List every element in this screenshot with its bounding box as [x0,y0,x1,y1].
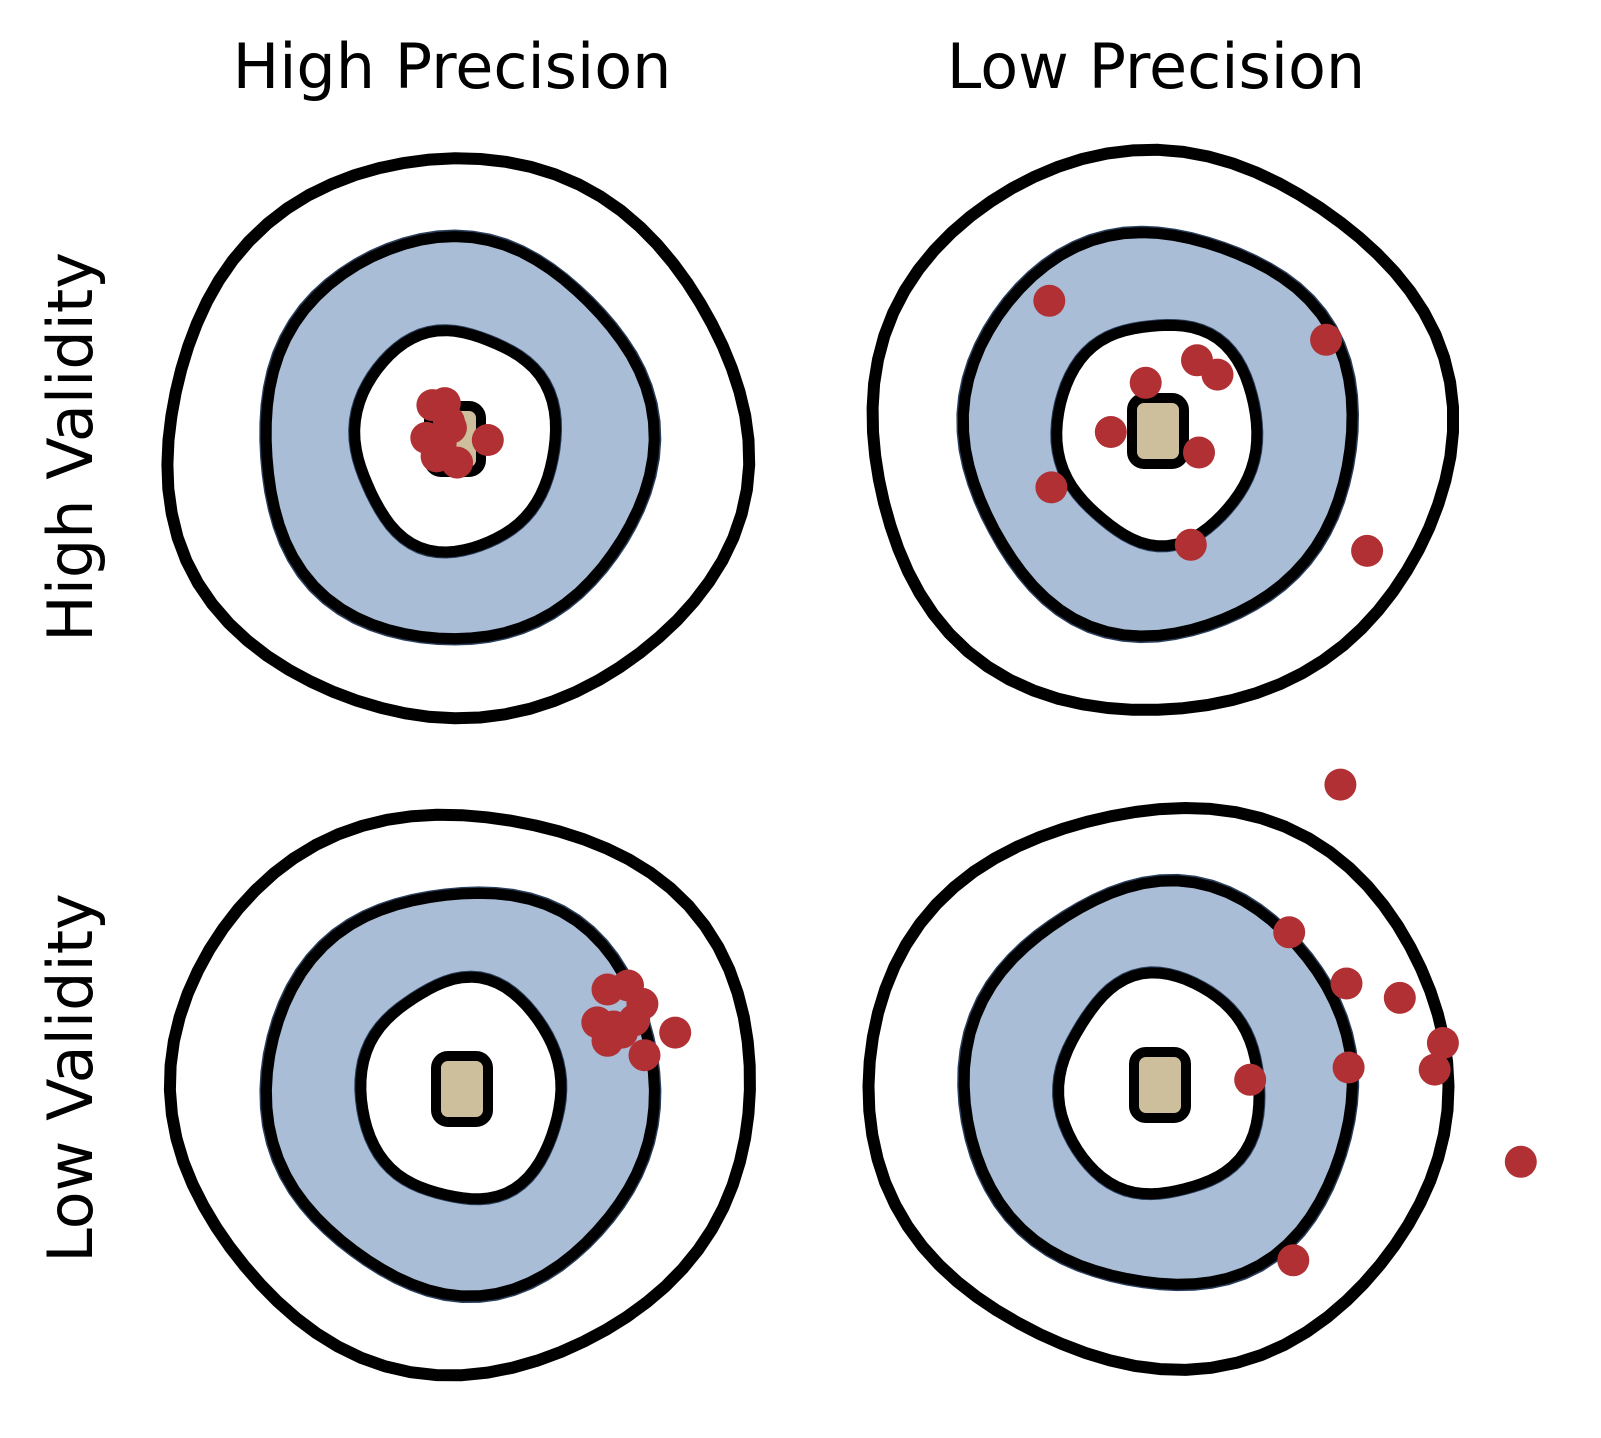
hit-dot [628,1039,661,1072]
hit-dot [1351,534,1384,567]
hit-dot [471,424,504,456]
hit-dot [1183,436,1215,469]
blue-band-outline [958,875,1358,1290]
blue-band-outline [260,887,660,1302]
inner-ring-outline [1051,319,1263,552]
target-high-validity-low-precision [866,143,1459,716]
outer-ring [163,808,756,1382]
hit-dot [420,440,453,473]
target-high-validity-high-precision [161,152,756,725]
hit-dot [1273,916,1306,949]
hit-dot [659,1016,692,1049]
hit-dot [1174,528,1207,561]
outer-ring [862,802,1455,1376]
hit-dot [1033,284,1066,317]
hit-dot [1277,1244,1310,1277]
blue-band-outline [260,231,660,645]
hit-dot [434,411,467,444]
inner-ring-outline [355,971,567,1205]
column-label-low-precision: Low Precision [947,30,1365,103]
inner-ring-outline [1053,967,1265,1200]
target-low-validity-high-precision [163,808,756,1382]
hit-dot [1383,981,1416,1014]
inner-ring-outline [349,325,561,558]
hit-dot [1035,471,1068,504]
hit-dot [1504,1145,1537,1178]
bullseye [1129,1047,1191,1123]
outer-ring [866,143,1459,716]
hit-dot [1426,1027,1459,1059]
bullseye [431,1051,493,1127]
blue-band-outline [957,227,1358,642]
target-low-validity-low-precision [862,768,1537,1376]
outer-ring [161,152,756,725]
hit-dot [1310,323,1343,356]
row-label-high-validity: High Validity [34,252,107,642]
hit-dot [1418,1053,1451,1086]
hit-dot [1324,768,1357,801]
hit-dot [1332,1051,1365,1084]
hit-dot [1234,1063,1267,1096]
hit-dot [1094,416,1127,448]
column-label-high-precision: High Precision [233,30,672,103]
row-label-low-validity: Low Validity [34,893,107,1262]
hit-dot [1129,366,1162,399]
hit-dot [591,1024,624,1057]
hit-dot [1201,358,1234,391]
bullseye [1127,393,1189,469]
hit-dot [1330,967,1363,1000]
